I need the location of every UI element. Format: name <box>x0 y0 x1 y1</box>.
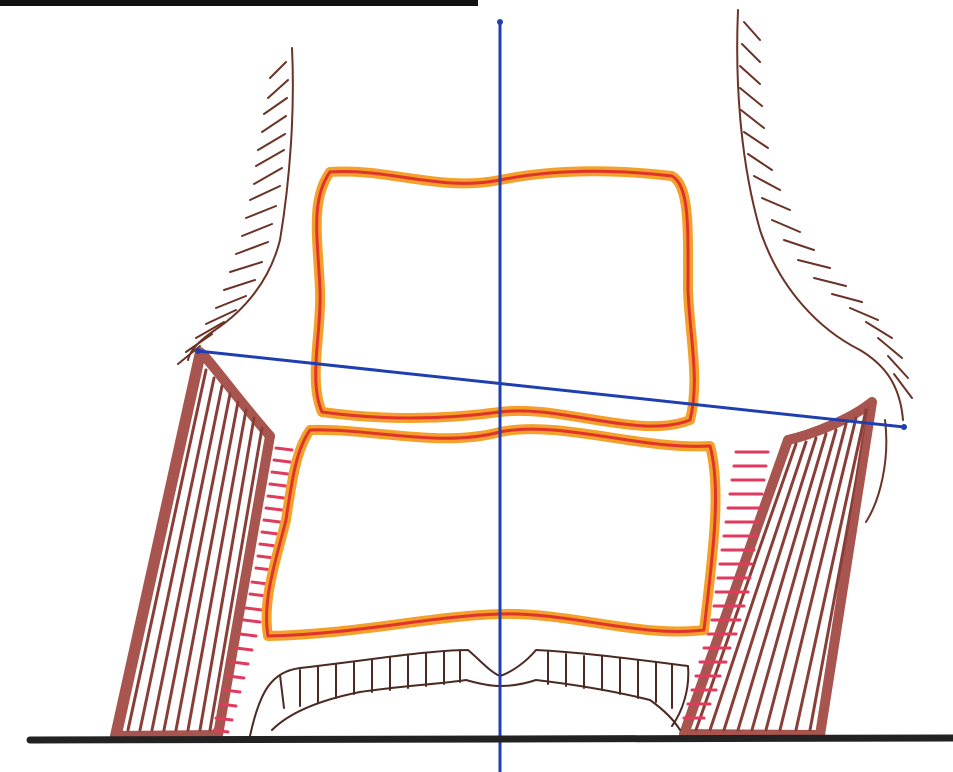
left-muscle-band <box>115 352 270 736</box>
vertical-axis-top-dot <box>497 19 503 25</box>
top-bar <box>0 0 478 6</box>
upper-bone-block <box>316 171 695 426</box>
tilted-line-right-dot <box>901 424 907 430</box>
left-hair-contour <box>178 48 293 364</box>
tilted-line-left-dot <box>195 348 201 354</box>
lower-bone-block <box>267 429 716 636</box>
arch-base-structure <box>250 650 688 736</box>
ground-line <box>30 738 953 740</box>
